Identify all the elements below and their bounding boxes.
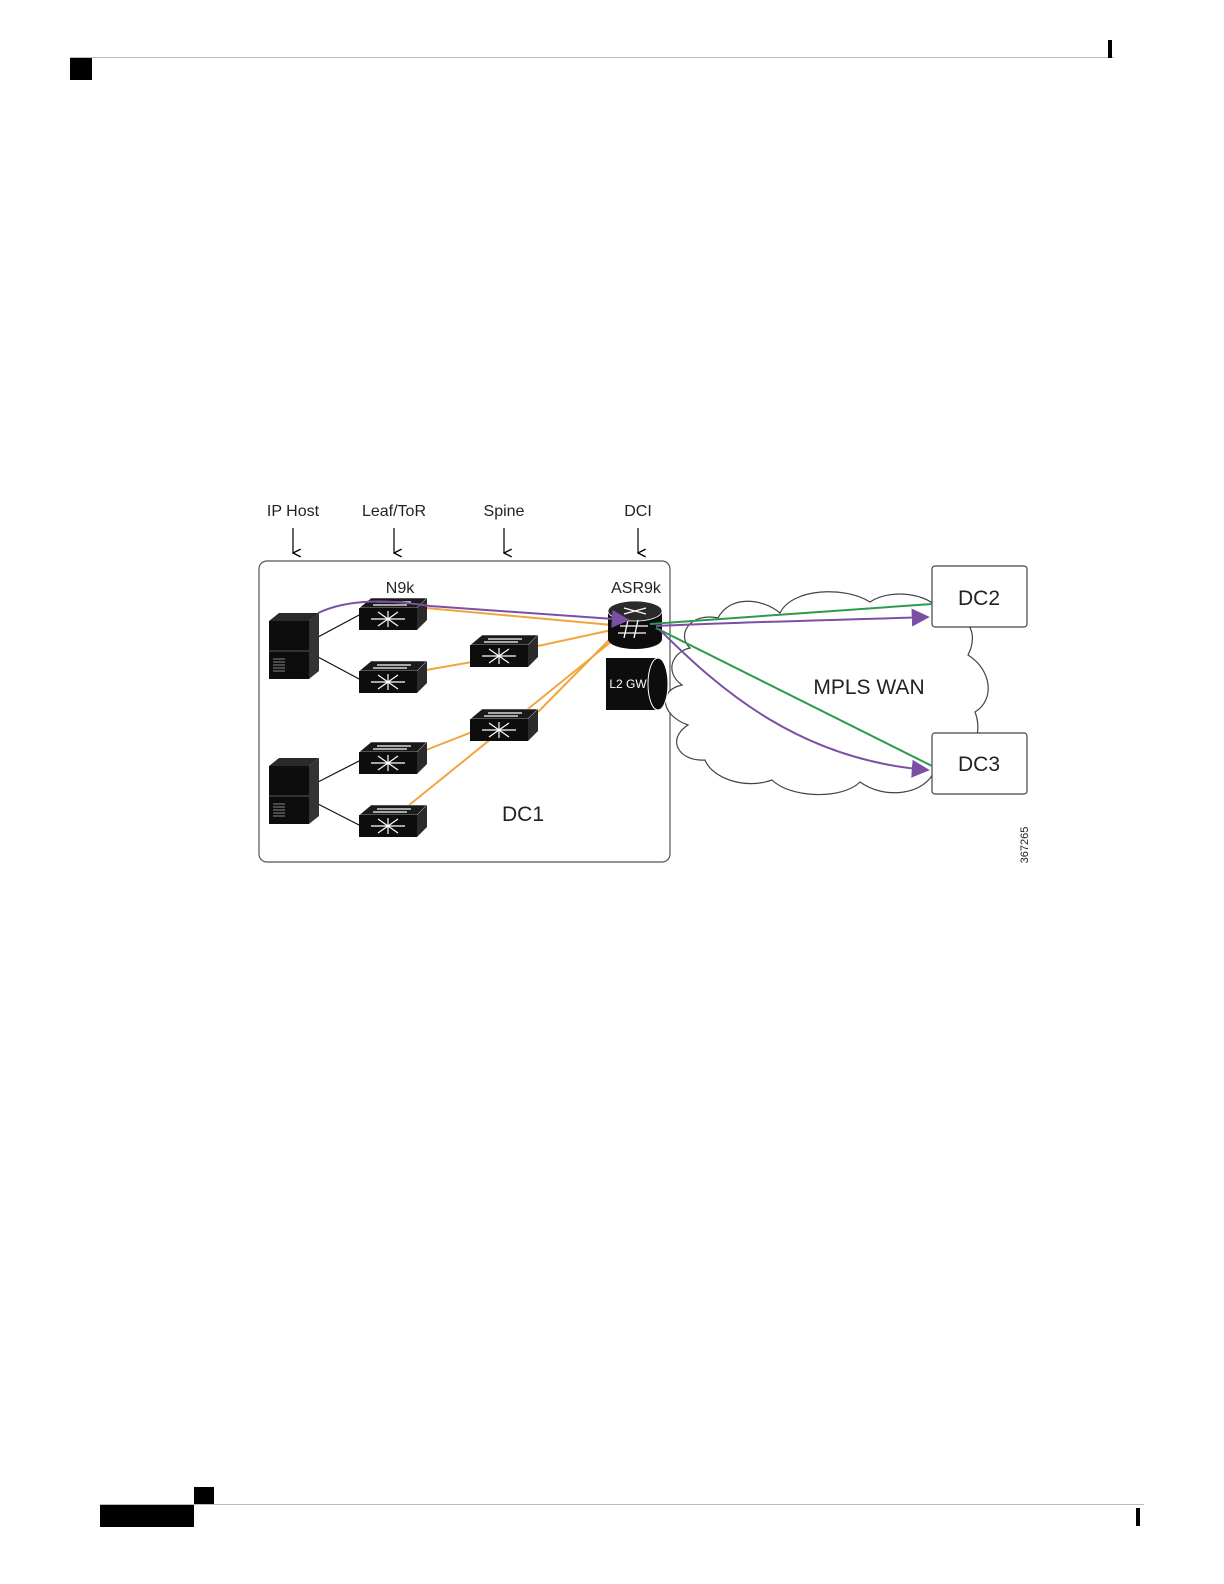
dc3-label: DC3 bbox=[958, 753, 1000, 776]
mpls-wan-label: MPLS WAN bbox=[813, 676, 924, 699]
layer-label-leaf-tor: Leaf/ToR bbox=[362, 503, 426, 520]
asr9k-router bbox=[608, 601, 662, 649]
leaf-switch-2 bbox=[359, 661, 427, 693]
dc1-label: DC1 bbox=[502, 803, 544, 826]
n9k-label: N9k bbox=[386, 580, 415, 597]
dc1-boundary bbox=[259, 561, 670, 862]
leaf-switch-3 bbox=[359, 742, 427, 774]
asr9k-label: ASR9k bbox=[611, 580, 662, 597]
leaf-switch-4 bbox=[359, 805, 427, 837]
l2gw-label: L2 GW bbox=[609, 677, 647, 691]
host-leaf-links bbox=[318, 614, 361, 826]
dc2-label: DC2 bbox=[958, 587, 1000, 610]
layer-label-dci: DCI bbox=[624, 503, 652, 520]
ip-host-server-bottom bbox=[269, 758, 319, 824]
layer-label-spine: Spine bbox=[484, 503, 525, 520]
ip-host-server-top bbox=[269, 613, 319, 679]
figure-id: 367265 bbox=[1019, 827, 1031, 864]
spine-switch-1 bbox=[470, 635, 538, 667]
layer-label-ip-host: IP Host bbox=[267, 503, 320, 520]
spine-switch-2 bbox=[470, 709, 538, 741]
